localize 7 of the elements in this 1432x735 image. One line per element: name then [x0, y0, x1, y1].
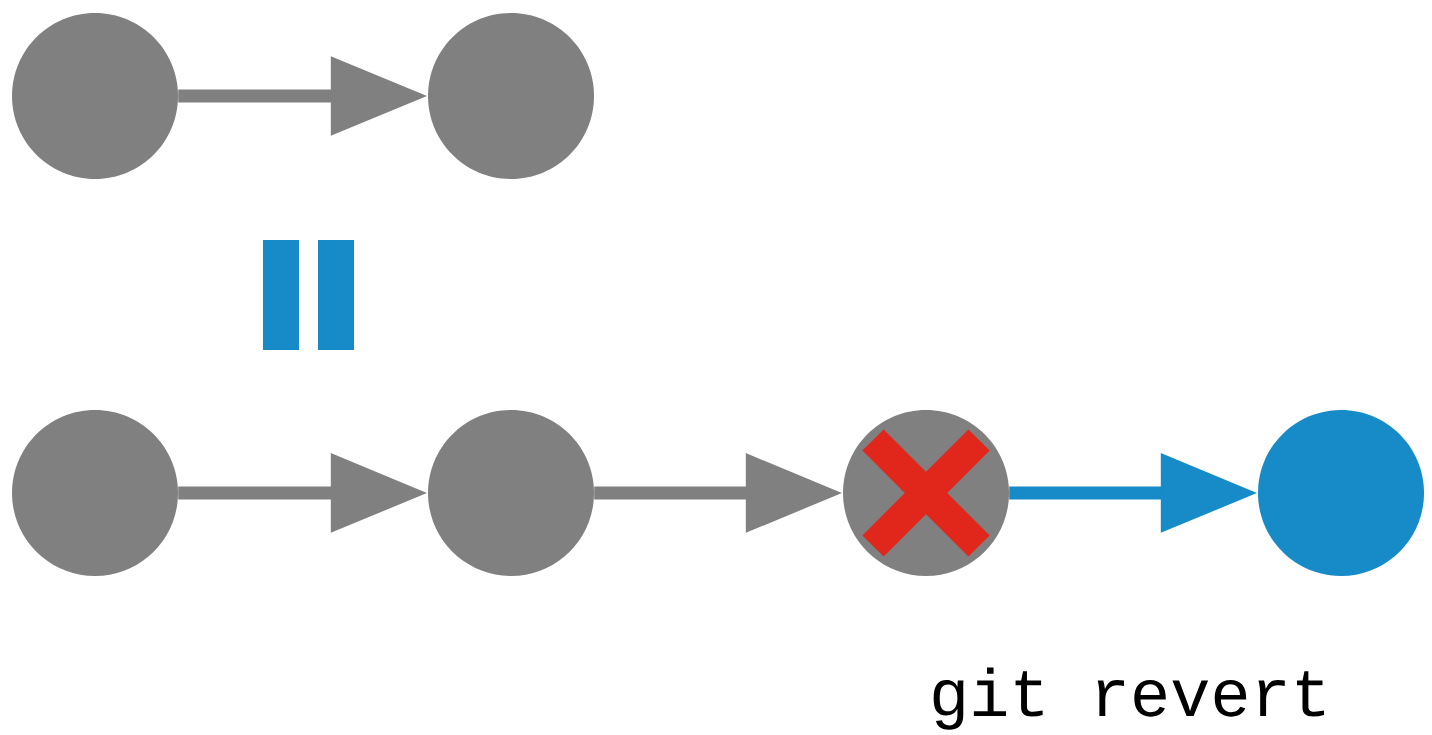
- commit-circle: [428, 13, 594, 179]
- commit-circle: [1258, 410, 1424, 576]
- commit-circle: [12, 410, 178, 576]
- commit-circle: [428, 410, 594, 576]
- command-label: git revert: [933, 667, 1325, 730]
- commit-circle: [12, 13, 178, 179]
- commit-circle: [843, 410, 1009, 576]
